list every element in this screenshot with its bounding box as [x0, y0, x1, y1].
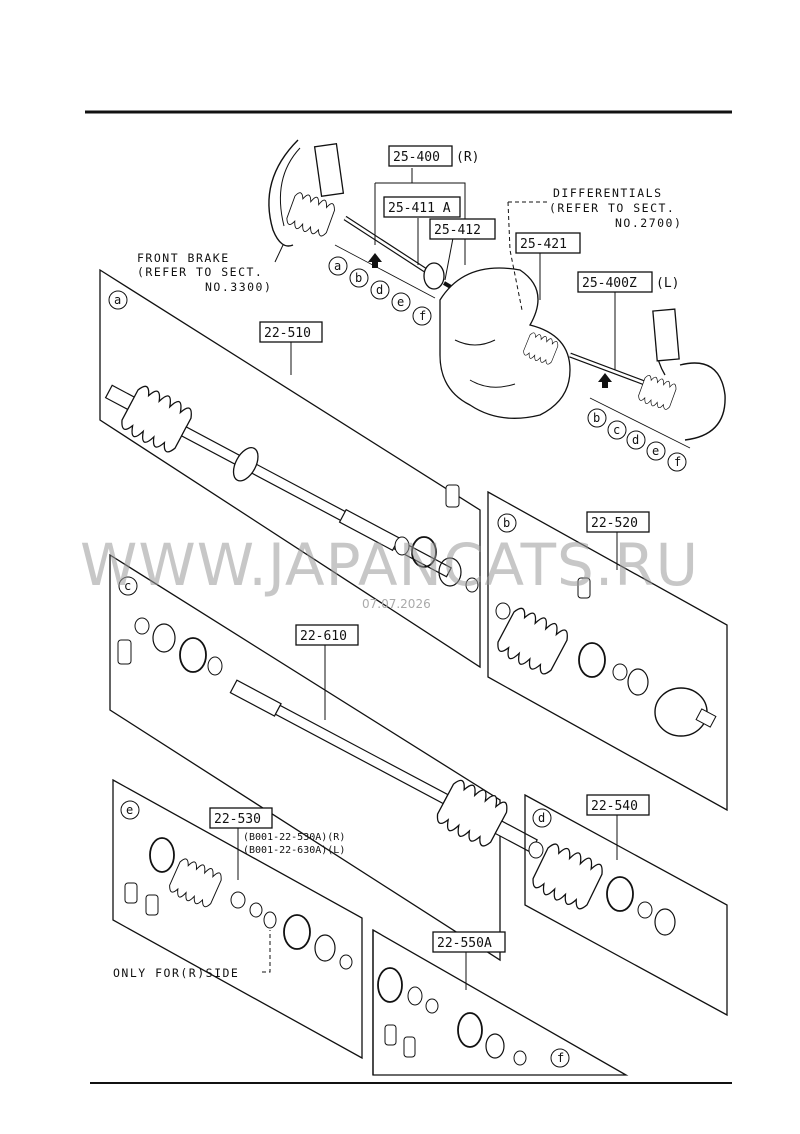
label-25-421: 25-421	[515, 232, 581, 254]
note-front-brake-2: (REFER TO SECT.	[137, 265, 263, 279]
svg-text:f: f	[557, 1051, 564, 1065]
svg-text:a: a	[334, 259, 341, 273]
circle-row-right: a b d e f	[328, 256, 432, 326]
label-25-411A: 25-411 A	[383, 196, 461, 218]
svg-text:22-550A: 22-550A	[437, 936, 492, 951]
svg-text:(L): (L)	[656, 276, 679, 291]
panel-a: a 22-510	[99, 268, 481, 669]
note-530-alt-r: (B001-22-530A)(R)	[243, 832, 345, 843]
panel-d: d 22-540	[524, 793, 728, 1017]
watermark-date: 07.07.2026	[362, 597, 431, 611]
svg-text:25-400: 25-400	[393, 150, 440, 165]
svg-text:25-421: 25-421	[520, 237, 567, 252]
svg-text:25-411 A: 25-411 A	[388, 201, 451, 216]
svg-text:d: d	[376, 283, 383, 297]
svg-text:22-610: 22-610	[300, 629, 347, 644]
circle-row-left: b c d e f	[587, 408, 687, 472]
svg-text:e: e	[397, 295, 404, 309]
note-diff-2: (REFER TO SECT.	[549, 201, 675, 215]
label-25-400: 25-400 (R)	[388, 145, 479, 167]
svg-text:d: d	[538, 811, 545, 825]
svg-text:d: d	[632, 433, 639, 447]
watermark: WWW.JAPANCATS.RU	[80, 531, 699, 599]
svg-text:22-510: 22-510	[264, 326, 311, 341]
svg-text:22-530: 22-530	[214, 812, 261, 827]
svg-text:b: b	[355, 271, 362, 285]
note-diff-1: DIFFERENTIALS	[553, 186, 663, 200]
panel-b: b 22-520	[487, 490, 728, 812]
svg-text:22-540: 22-540	[591, 799, 638, 814]
note-only-r-side: ONLY FOR(R)SIDE	[113, 966, 239, 980]
note-diff-3: NO.2700)	[615, 216, 682, 230]
svg-text:(R): (R)	[456, 150, 479, 165]
svg-text:f: f	[419, 309, 426, 323]
svg-text:c: c	[613, 423, 620, 437]
label-25-412: 25-412	[429, 218, 496, 240]
note-front-brake-1: FRONT BRAKE	[137, 251, 230, 265]
svg-text:25-400Z: 25-400Z	[582, 276, 637, 291]
svg-text:b: b	[503, 516, 510, 530]
panel-c: c 22-610	[109, 553, 538, 962]
note-front-brake-3: NO.3300)	[205, 280, 272, 294]
svg-text:c: c	[124, 579, 131, 593]
svg-text:22-520: 22-520	[591, 516, 638, 531]
svg-text:f: f	[674, 455, 681, 469]
top-assembly	[268, 139, 726, 449]
note-530-alt-l: (B001-22-630A)(L)	[243, 845, 345, 856]
panel-e: e 22-530 (B001-22-530A)(R) (B001-22-630A…	[112, 778, 363, 1060]
label-25-400Z: 25-400Z (L)	[577, 271, 679, 293]
svg-text:e: e	[126, 803, 133, 817]
panel-f: 22-550A f	[372, 928, 629, 1076]
svg-text:a: a	[114, 293, 121, 307]
svg-text:b: b	[593, 411, 600, 425]
svg-text:25-412: 25-412	[434, 223, 481, 238]
svg-text:e: e	[652, 444, 659, 458]
